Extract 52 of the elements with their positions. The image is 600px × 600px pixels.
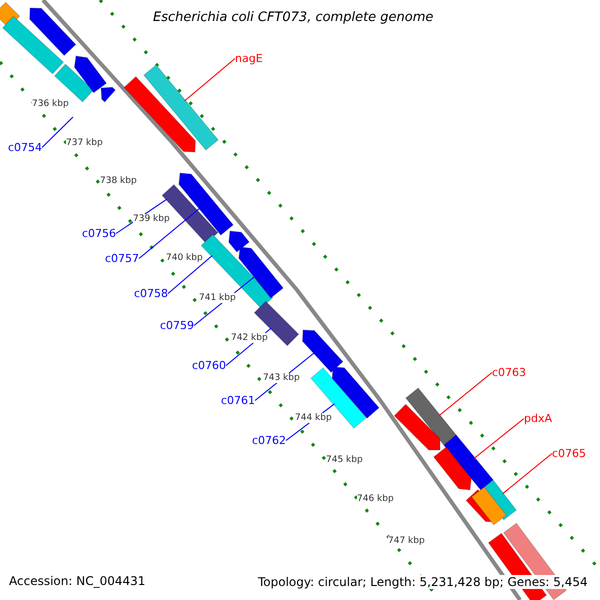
gene-block: [394, 404, 440, 450]
leader-line: [184, 58, 236, 102]
gene-block: [238, 246, 284, 299]
gene-block: [332, 366, 380, 419]
position-label: 738 kbp: [100, 176, 137, 186]
leader-line: [502, 453, 552, 494]
leader-line: [42, 116, 74, 148]
position-label: 744 kbp: [295, 413, 332, 423]
gene-block: [302, 329, 344, 374]
position-label: 741 kbp: [199, 293, 236, 303]
gene-block: [443, 434, 494, 491]
gene-label: c0763: [492, 366, 526, 379]
leader-line: [474, 418, 524, 459]
gene-block: [2, 15, 64, 75]
gene-label: c0760: [192, 359, 226, 372]
position-label: 747 kbp: [388, 536, 425, 546]
gene-block: [143, 64, 219, 151]
leader-line: [438, 372, 492, 416]
gene-block: [74, 55, 108, 94]
gene-block: [178, 172, 234, 236]
gene-label: c0762: [252, 434, 286, 447]
gene-label: c0765: [552, 447, 586, 460]
position-label: 746 kbp: [357, 494, 394, 504]
position-label: 737 kbp: [66, 138, 103, 148]
gene-block: [433, 446, 472, 491]
title: Escherichia coli CFT073, complete genome: [153, 10, 434, 25]
leader-line: [138, 208, 200, 259]
gene-label: c0754: [8, 141, 42, 154]
position-label: 745 kbp: [326, 455, 363, 465]
gene-block: [100, 86, 116, 103]
gene-block: [254, 300, 300, 346]
leader-line: [168, 255, 213, 294]
gene-label: c0761: [221, 394, 256, 407]
gene-label: c0757: [105, 252, 140, 265]
gene-label: c0758: [134, 287, 168, 300]
gene-block: [200, 234, 274, 310]
gene-block: [405, 387, 457, 446]
footer-text: Topology: circular; Length: 5,231,428 bp; Genes: 5,454: [258, 575, 588, 589]
gene-label: nagE: [235, 52, 263, 65]
gene-label: c0759: [160, 319, 194, 332]
footer-text: Accession: NC_004431: [9, 574, 146, 588]
position-label: 742 kbp: [231, 333, 268, 343]
gene-label: pdxA: [524, 412, 552, 425]
gene-block: [123, 76, 196, 153]
gene-label: c0756: [82, 227, 116, 240]
gene-block: [228, 230, 250, 253]
position-label: 740 kbp: [166, 253, 203, 263]
gene-block: [310, 367, 367, 429]
position-label: 739 kbp: [133, 214, 170, 224]
position-label: 743 kbp: [263, 373, 300, 383]
gene-block: [29, 7, 76, 56]
position-label: 736 kbp: [32, 99, 69, 109]
